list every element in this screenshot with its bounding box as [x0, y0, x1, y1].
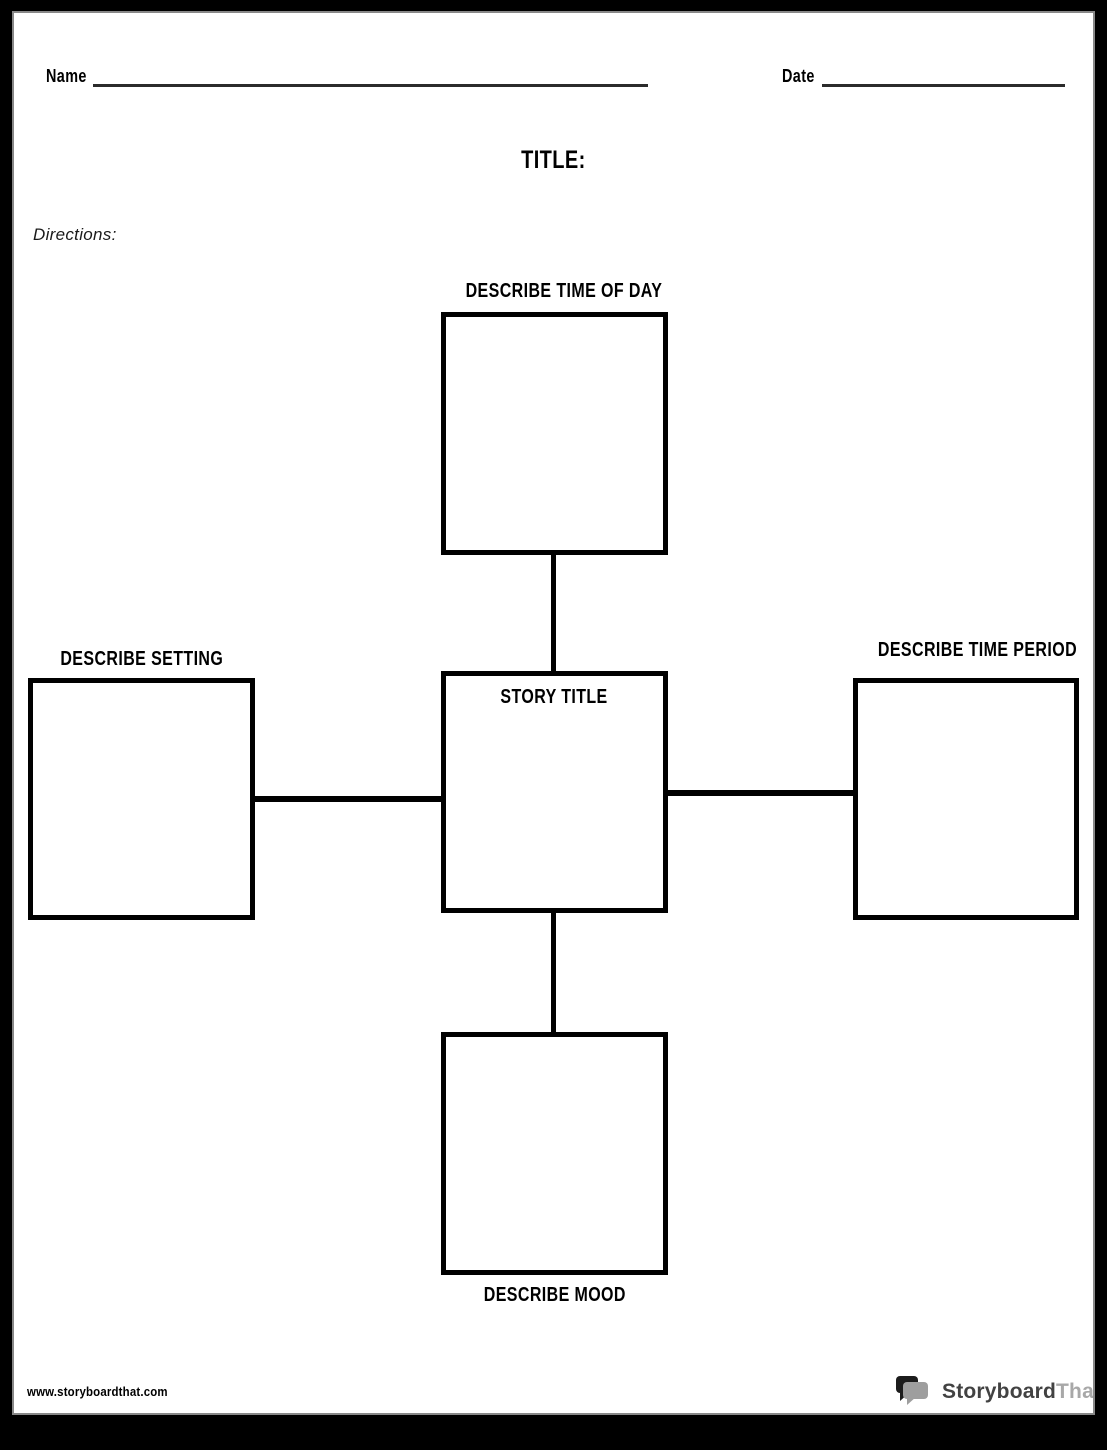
website-url-text: www.storyboardthat.com	[27, 1384, 168, 1399]
speech-bubbles-icon	[896, 1376, 934, 1406]
logo-storyboard-text: Storyboard	[942, 1379, 1057, 1403]
logo-wordmark: StoryboardThat	[942, 1379, 1094, 1403]
worksheet-title-text: TITLE:	[521, 146, 586, 174]
mood-label: DESCRIBE MOOD	[441, 1285, 668, 1305]
setting-label: DESCRIBE SETTING	[28, 649, 255, 669]
name-label-text: Name	[46, 66, 87, 86]
storyboardthat-logo: StoryboardThat	[896, 1369, 1094, 1413]
mood-box[interactable]	[441, 1032, 668, 1275]
date-input-line[interactable]	[822, 84, 1065, 87]
time-of-day-label-text: DESCRIBE TIME OF DAY	[465, 280, 663, 302]
time-of-day-label: DESCRIBE TIME OF DAY	[441, 281, 668, 301]
story-title-label: STORY TITLE	[446, 687, 663, 707]
connector-bottom	[551, 913, 556, 1032]
connector-left	[255, 796, 441, 802]
setting-box[interactable]	[28, 678, 255, 920]
time-of-day-box[interactable]	[441, 312, 668, 555]
story-title-label-text: STORY TITLE	[500, 686, 609, 708]
time-period-label-text: DESCRIBE TIME PERIOD	[877, 639, 1078, 661]
website-url: www.storyboardthat.com	[27, 1385, 187, 1398]
mood-label-text: DESCRIBE MOOD	[483, 1284, 626, 1306]
logo-that-text: That	[1056, 1379, 1094, 1403]
worksheet-title: TITLE:	[14, 148, 1093, 173]
connector-right	[668, 790, 853, 796]
name-label: Name	[46, 66, 97, 87]
date-label-text: Date	[782, 66, 815, 86]
story-title-box[interactable]: STORY TITLE	[441, 671, 668, 913]
time-period-label: DESCRIBE TIME PERIOD	[853, 640, 1079, 660]
worksheet-page: Name Date TITLE: Directions: DESCRIBE TI…	[12, 11, 1095, 1415]
time-period-box[interactable]	[853, 678, 1079, 920]
name-input-line[interactable]	[93, 84, 648, 87]
date-label: Date	[782, 66, 823, 87]
directions-label: Directions:	[33, 225, 117, 244]
setting-label-text: DESCRIBE SETTING	[60, 648, 223, 670]
connector-top	[551, 555, 556, 671]
